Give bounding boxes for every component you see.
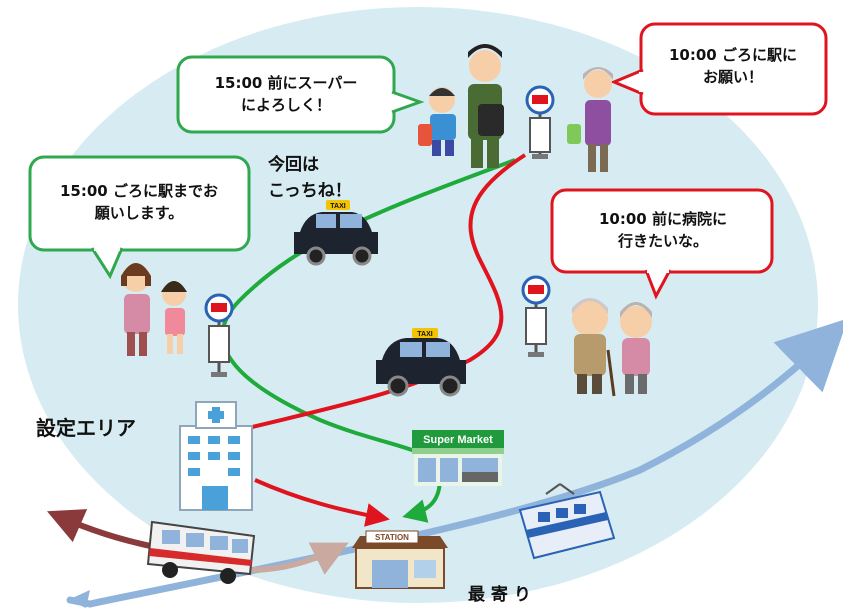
taxi-sign-middle: TAXI	[417, 331, 432, 338]
elderly-couple-icon	[572, 298, 652, 397]
train-icon	[518, 483, 616, 560]
bubble-station-top-text: 10:00 ごろに駅に お願い！	[669, 46, 797, 86]
taxi-sign-top: TAXI	[330, 203, 345, 210]
hospital-icon	[179, 401, 253, 511]
station-sign: STATION	[375, 533, 409, 542]
nearest-label: 最 寄 り	[468, 585, 531, 605]
bus-route-arrow-left	[47, 509, 161, 551]
supermarket-sign: Super Market	[423, 434, 493, 446]
family-with-shopping-icon	[418, 44, 504, 168]
this-time-label: 今回は こっちね！	[268, 155, 352, 201]
bus-route-arrow-right	[249, 542, 349, 575]
rail-line-arrow-tail-head	[68, 590, 90, 608]
bus-stop-left	[204, 293, 234, 377]
bubble-station-left	[28, 155, 251, 280]
station-icon	[352, 530, 448, 589]
bus-icon	[146, 520, 256, 584]
bubble-station-top	[610, 22, 828, 116]
taxi-icon-top	[294, 200, 378, 266]
bubble-supermarket	[176, 55, 425, 134]
bus-stop-top	[525, 85, 555, 159]
grandmother-icon	[567, 67, 613, 172]
bubble-hospital	[550, 188, 774, 300]
red-taxi-route	[239, 153, 527, 432]
bubble-supermarket-text: 15:00 前にスーパー によろしく！	[214, 74, 358, 114]
mother-and-daughter-icon	[121, 263, 187, 356]
bubble-hospital-text: 10:00 前に病院に 行きたいな。	[599, 210, 727, 250]
service-area-label: 設定エリア	[36, 416, 136, 440]
supermarket-icon	[412, 430, 504, 486]
taxi-icon-middle	[376, 328, 466, 397]
bus-stop-right	[521, 275, 551, 357]
red-route-to-station	[254, 478, 390, 527]
bubble-station-left-text: 15:00 ごろに駅までお 願いします。	[60, 182, 218, 222]
